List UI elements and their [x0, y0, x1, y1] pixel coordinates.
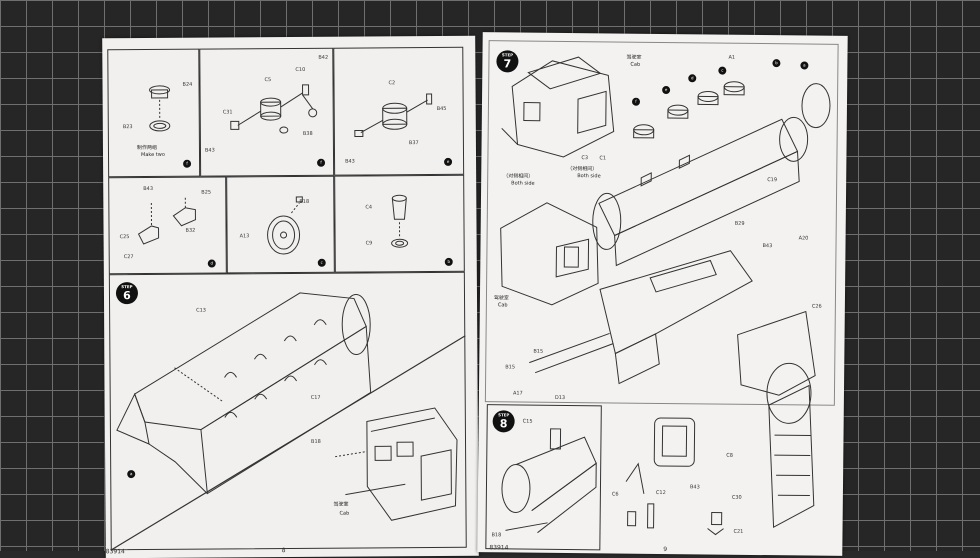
instruction-page-right: STEP 7 驾驶室 Cab C3 C1 A1 （对侧相同） Both side…	[477, 32, 847, 556]
part-drawing-d	[138, 198, 195, 244]
step-badge: STEP 7	[496, 50, 518, 72]
part-label: A17	[513, 390, 523, 396]
part-label: A13	[240, 233, 250, 239]
cab-label-cn: 驾驶室	[333, 501, 348, 508]
part-label: C12	[656, 490, 666, 496]
page-number: 9	[663, 546, 667, 553]
step-badge: STEP 6	[116, 282, 138, 304]
step-number: 6	[116, 290, 138, 301]
product-code: 83914	[489, 544, 508, 551]
part-drawing-frame	[529, 249, 752, 385]
part-label: C1	[599, 155, 606, 161]
part-label: C21	[733, 529, 743, 535]
part-drawing-cab-mid	[500, 202, 599, 305]
part-label: B45	[437, 106, 447, 112]
part-label: B24	[182, 82, 192, 88]
part-drawing-rear-panel	[654, 418, 695, 466]
part-label: C10	[295, 67, 305, 73]
part-label: C31	[223, 109, 233, 115]
part-label: C3	[581, 155, 588, 161]
step-marker-dot: c	[718, 67, 726, 75]
part-label: C4	[365, 204, 372, 210]
step-marker-dot: b	[772, 59, 780, 67]
part-drawing-c5	[231, 85, 317, 134]
part-label: B23	[123, 124, 133, 130]
part-drawing-c4	[391, 195, 407, 247]
part-drawing-b24	[150, 86, 170, 131]
part-label: B43	[205, 148, 215, 154]
part-label: B37	[409, 140, 419, 146]
part-label: C26	[812, 304, 822, 310]
part-label: B18	[299, 199, 309, 205]
part-drawing-c2	[355, 94, 432, 137]
step-badge: STEP 8	[493, 410, 515, 432]
part-label: B43	[690, 484, 700, 490]
part-label: B32	[186, 228, 196, 234]
both-side-label-cn: （对侧相同）	[503, 172, 533, 179]
part-label: B38	[303, 131, 313, 137]
part-label: C9	[366, 240, 373, 246]
part-label: B18	[311, 439, 321, 445]
part-label: C27	[124, 254, 134, 260]
step-number: 8	[493, 418, 515, 429]
cab-mid-label-cn: 驾驶室	[494, 294, 509, 301]
right-page-drawings	[477, 32, 847, 556]
step-marker-dot: a	[800, 61, 808, 69]
part-drawing-boiler-assembly	[592, 81, 830, 267]
cab-label-en: Cab	[339, 511, 349, 517]
part-label: C8	[726, 453, 733, 459]
step-marker-dot: a	[127, 470, 135, 478]
make-two-caption-cn: 制作两组	[137, 144, 157, 151]
part-drawing-domes	[634, 81, 745, 139]
part-drawing-boiler-jacket	[116, 292, 371, 494]
both-side-label-en: Both side	[511, 180, 535, 186]
part-label: A1	[728, 55, 735, 61]
step-marker-dot: d	[208, 260, 216, 268]
part-label: B42	[318, 55, 328, 61]
step-marker-dot: f	[183, 160, 191, 168]
part-label: C25	[120, 234, 130, 240]
part-drawing-loco-front	[501, 428, 596, 533]
part-label: B43	[762, 243, 772, 249]
part-label: C2	[388, 80, 395, 86]
part-drawing-fittings	[625, 464, 724, 535]
part-drawing-cab	[335, 408, 458, 521]
part-label: B15	[533, 349, 543, 355]
make-two-caption-en: Make two	[141, 152, 165, 158]
instruction-page-left: B24 B23 制作两组 Make two f C5 C10 B42 C31 B…	[102, 36, 479, 558]
part-label: B18	[491, 532, 501, 538]
product-code: 83914	[106, 548, 125, 555]
step-marker-dot: f	[632, 98, 640, 106]
part-label: B43	[345, 159, 355, 165]
part-label: C15	[523, 419, 533, 425]
step-marker-dot: e	[444, 158, 452, 166]
left-page-drawings	[102, 36, 479, 558]
part-label: B43	[143, 186, 153, 192]
part-label: C13	[196, 308, 206, 314]
step-number: 7	[496, 58, 518, 69]
part-drawing-cab-top	[501, 56, 614, 157]
cab-mid-label-en: Cab	[498, 302, 508, 308]
step-marker-dot: f	[317, 159, 325, 167]
both-side-label-cn: （对侧相同）	[567, 165, 597, 172]
cab-top-label-cn: 驾驶室	[626, 54, 641, 61]
part-label: D13	[555, 395, 565, 401]
part-label: B29	[735, 221, 745, 227]
step-marker-dot: e	[662, 86, 670, 94]
part-drawing-firebox	[736, 311, 816, 528]
part-label: B25	[201, 190, 211, 196]
cab-top-label-en: Cab	[630, 62, 640, 68]
part-label: C19	[767, 177, 777, 183]
both-side-label-en: Both side	[577, 173, 601, 179]
part-label: C17	[311, 395, 321, 401]
part-drawing-smokebox-door	[267, 197, 302, 254]
step-marker-dot: d	[688, 74, 696, 82]
part-label: B15	[505, 364, 515, 370]
step-marker-dot: b	[445, 258, 453, 266]
part-label: C6	[612, 491, 619, 497]
part-label: C5	[264, 77, 271, 83]
part-label: C30	[732, 495, 742, 501]
part-label: A20	[799, 235, 809, 241]
step-marker-dot: c	[318, 259, 326, 267]
